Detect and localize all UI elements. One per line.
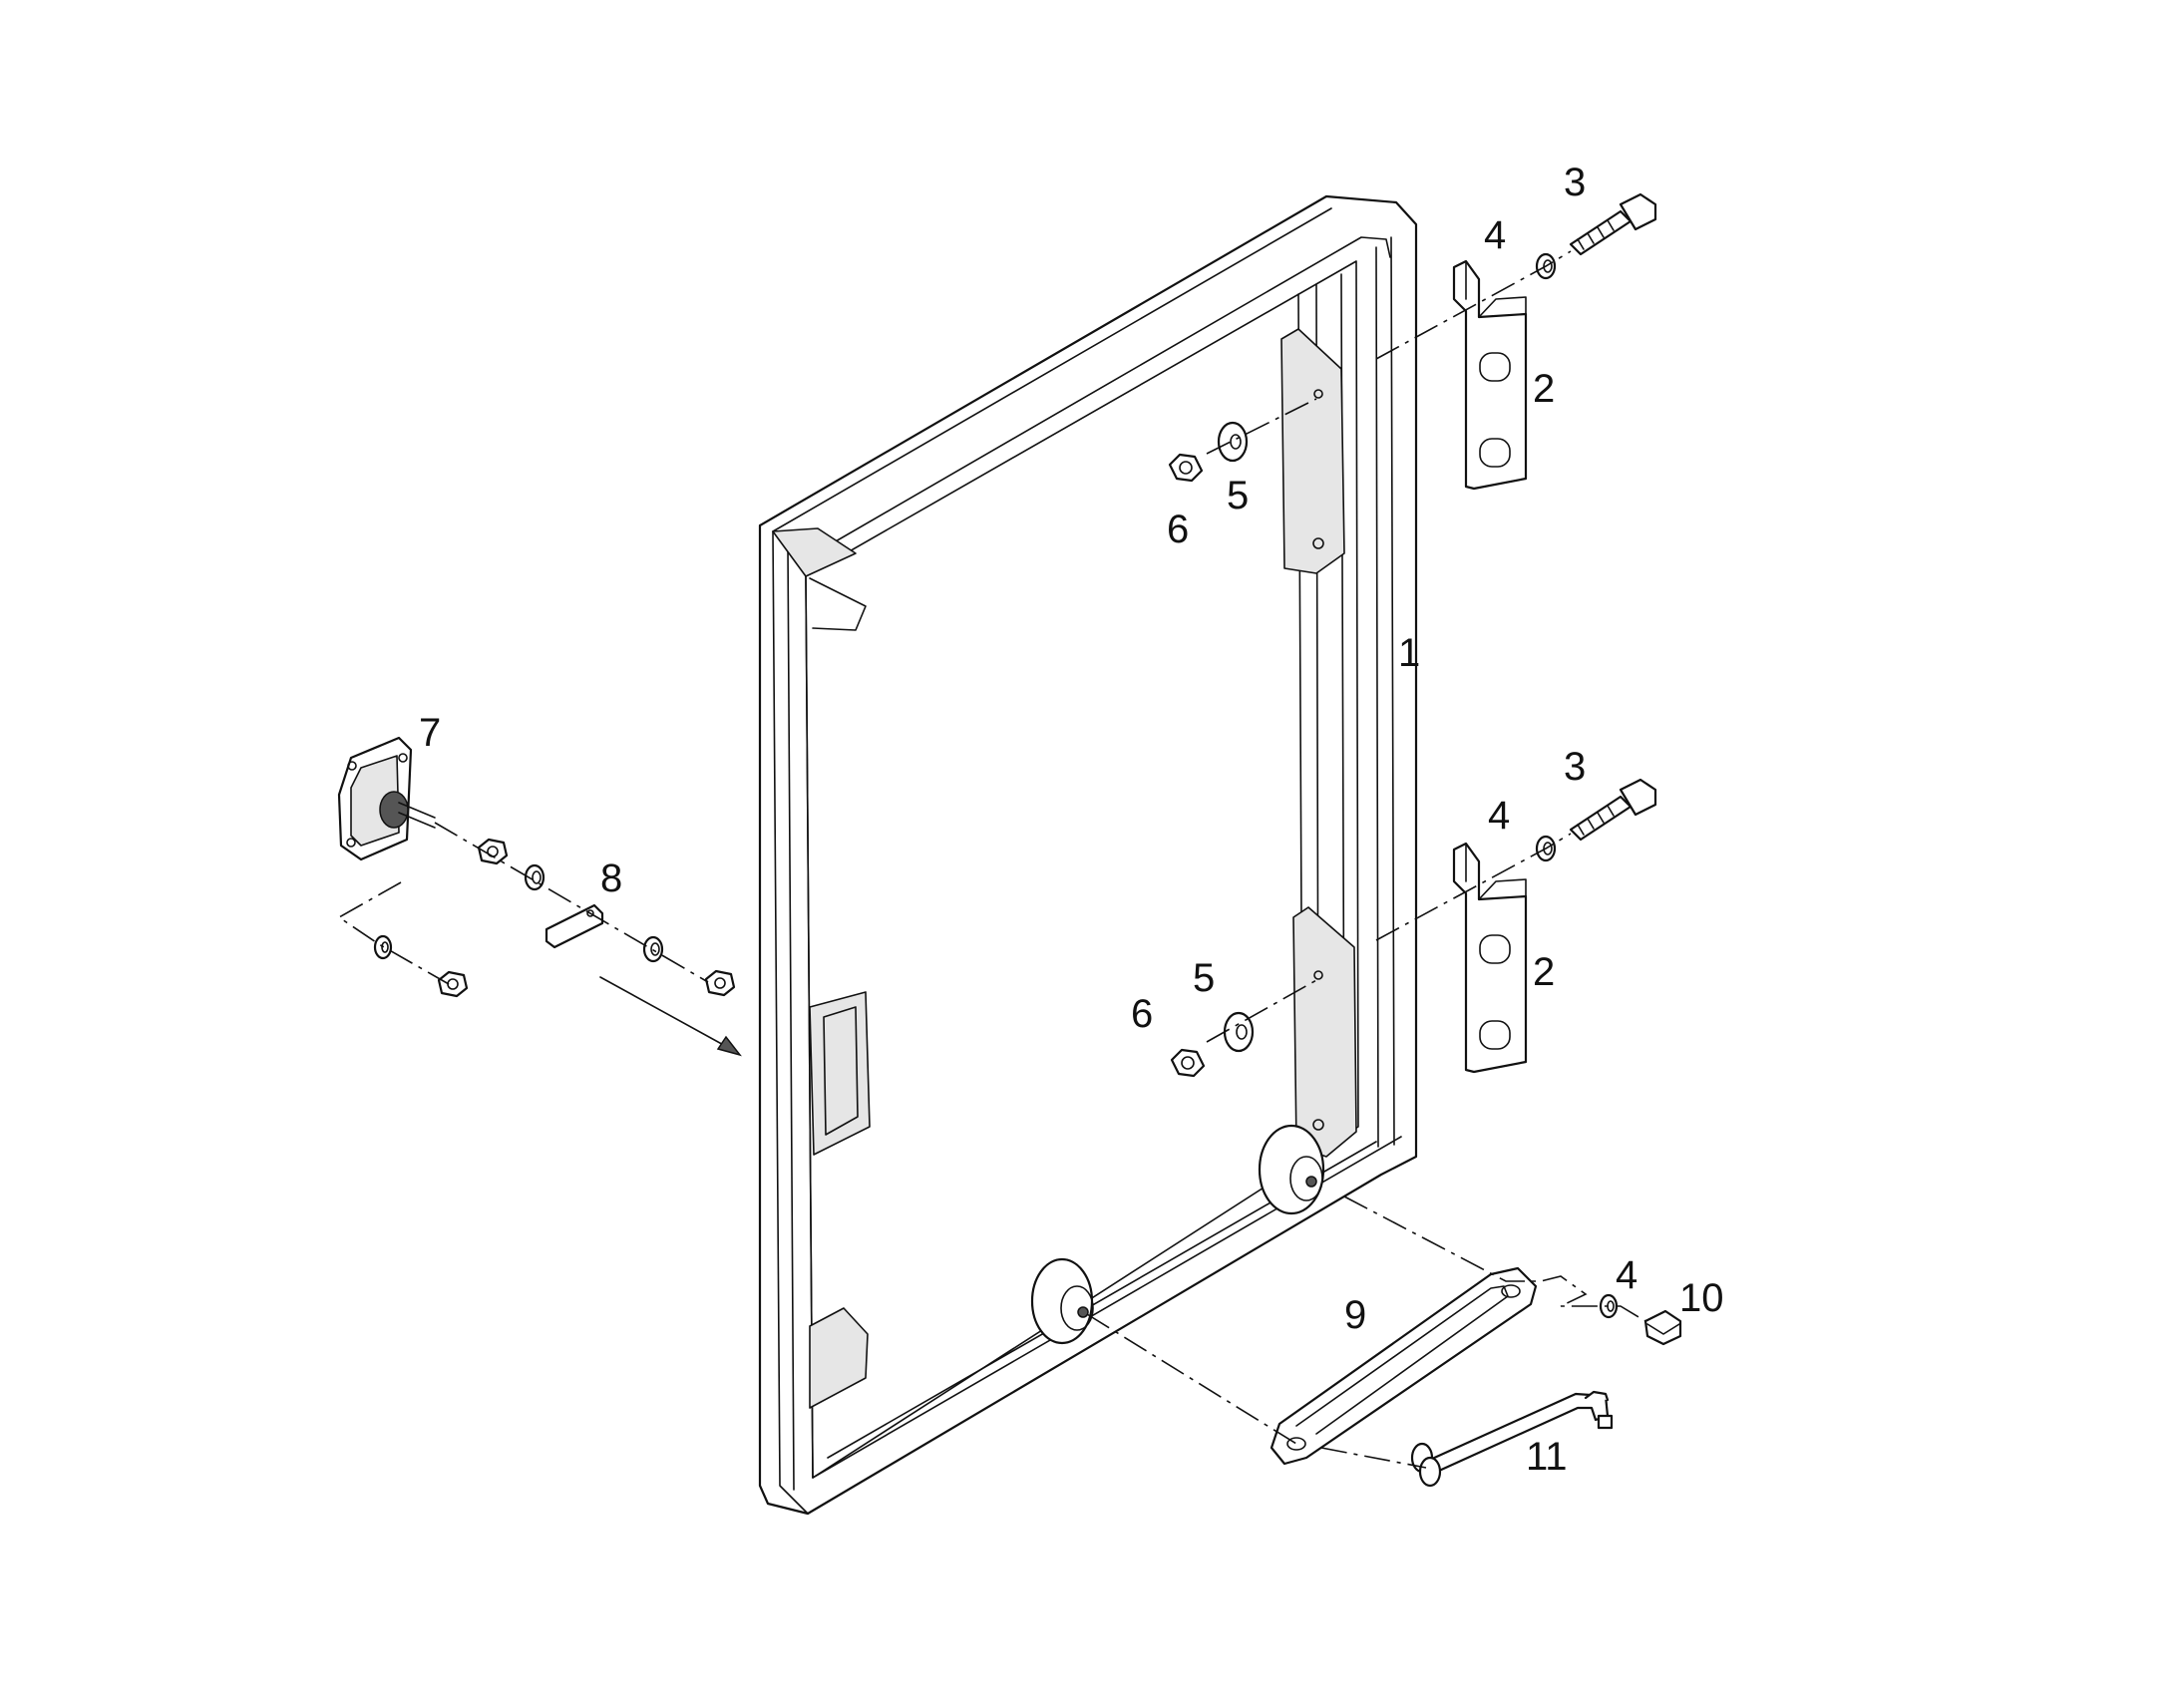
frame-part-1 bbox=[758, 194, 1418, 1516]
callout-4-upper: 4 bbox=[1484, 213, 1506, 257]
callout-7: 7 bbox=[419, 711, 441, 755]
callout-11: 11 bbox=[1526, 1435, 1568, 1479]
hinge-bracket-lower bbox=[1452, 842, 1528, 1074]
callout-5-upper: 5 bbox=[1227, 474, 1249, 517]
support-rod-part-11 bbox=[1410, 1390, 1614, 1488]
callout-9: 9 bbox=[1344, 1293, 1366, 1337]
bolt-upper bbox=[1569, 192, 1657, 256]
callout-10: 10 bbox=[1679, 1276, 1724, 1320]
latch-assembly-part-7 bbox=[337, 736, 436, 861]
hinge-link-part-9 bbox=[1270, 1266, 1538, 1466]
callout-4-lower: 4 bbox=[1488, 794, 1510, 838]
hex-nut-lower bbox=[1170, 1048, 1206, 1078]
callout-2-upper: 2 bbox=[1533, 367, 1555, 411]
callout-8: 8 bbox=[600, 856, 622, 900]
assembly-lines bbox=[337, 250, 1646, 1469]
callout-2-lower: 2 bbox=[1533, 950, 1555, 994]
hinge-bolt-part-10 bbox=[1643, 1309, 1682, 1346]
callout-5-lower: 5 bbox=[1193, 956, 1215, 1000]
flat-washer-upper bbox=[1217, 421, 1249, 463]
hex-nut-upper bbox=[1168, 453, 1204, 483]
install-direction-arrow bbox=[599, 976, 742, 1057]
callout-6-upper: 6 bbox=[1167, 508, 1189, 551]
callout-3-upper: 3 bbox=[1564, 161, 1586, 204]
callout-4-hinge: 4 bbox=[1616, 1253, 1637, 1297]
lock-washer-hinge bbox=[1599, 1293, 1619, 1319]
bolt-lower bbox=[1569, 778, 1657, 842]
callout-3-lower: 3 bbox=[1564, 745, 1586, 789]
callout-6-lower: 6 bbox=[1131, 992, 1153, 1036]
callout-labels: 1 2 2 3 3 4 4 4 5 5 6 6 7 8 9 10 11 bbox=[419, 161, 1724, 1479]
hinge-bracket-upper bbox=[1452, 259, 1528, 491]
callout-1: 1 bbox=[1398, 631, 1420, 675]
strap-plate-part-8 bbox=[545, 903, 604, 949]
